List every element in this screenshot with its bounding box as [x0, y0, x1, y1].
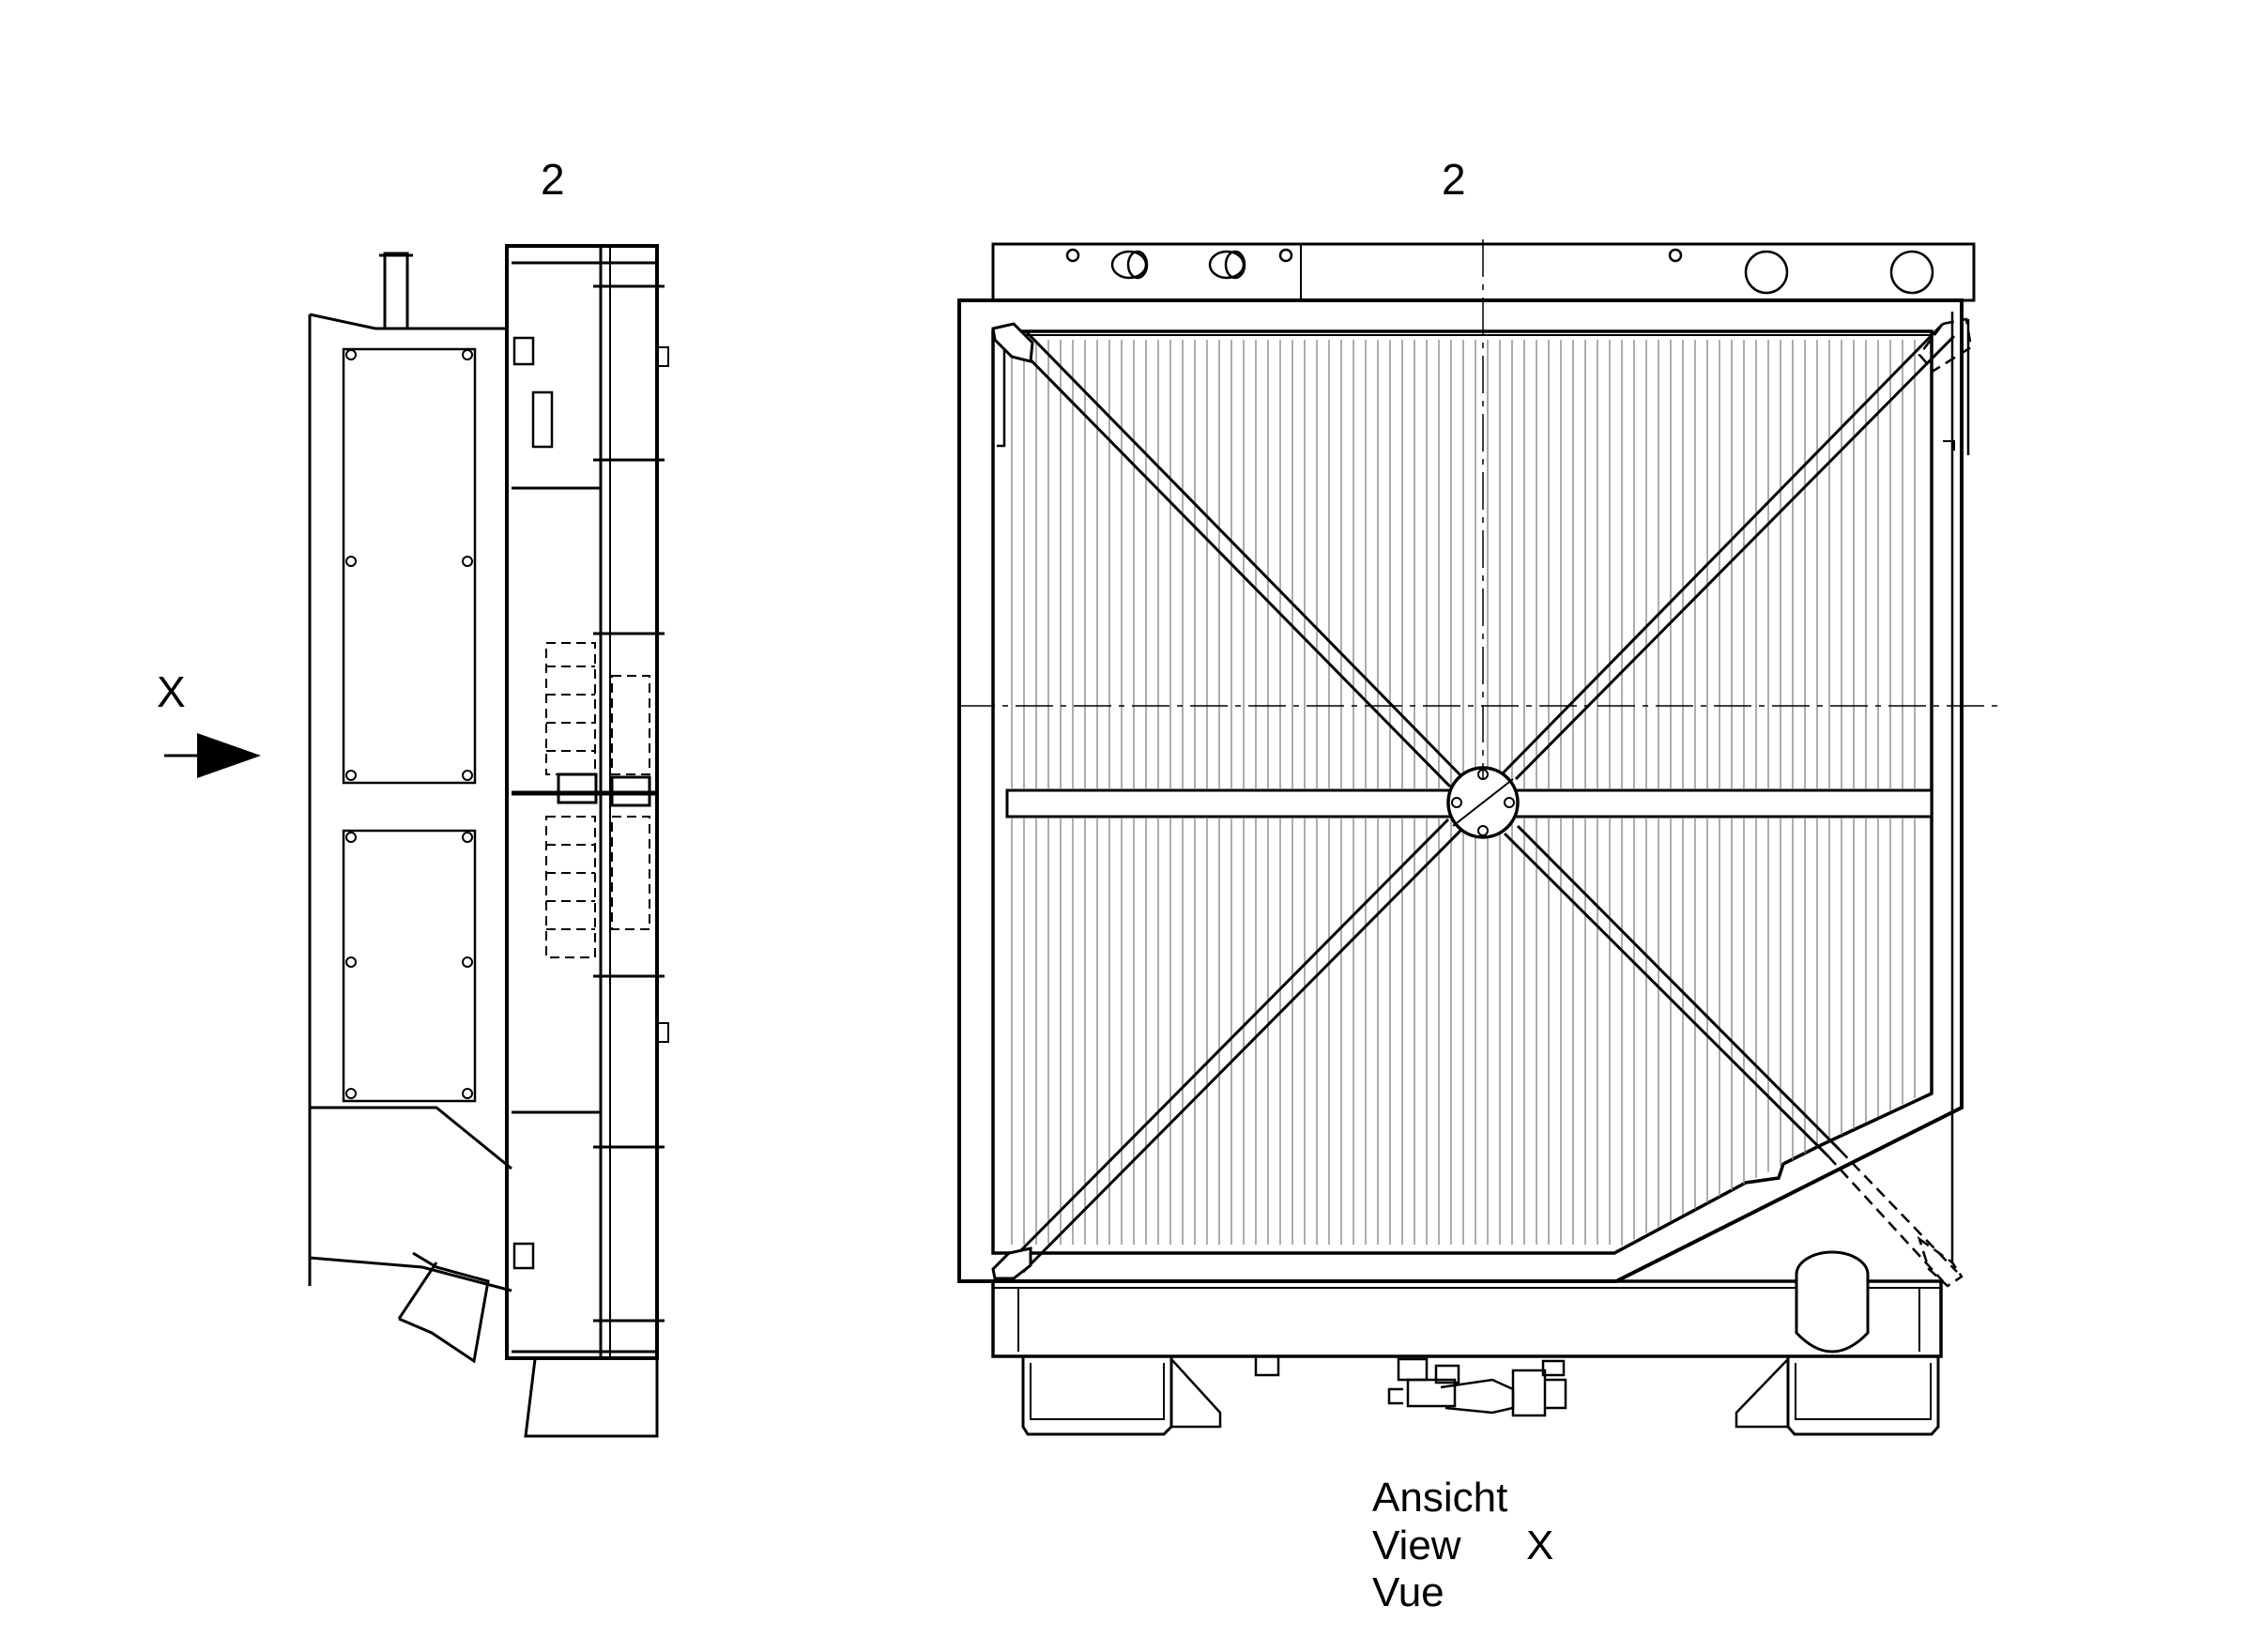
drain-valve — [1254, 1354, 1567, 1417]
right-foot — [1786, 1356, 1940, 1436]
side-panel-lower — [342, 829, 477, 1103]
view-caption-letter: X — [1526, 1522, 1554, 1568]
side-core — [505, 244, 659, 1360]
diagonal-braces — [991, 317, 1973, 1288]
view-caption-line3: Vue — [1372, 1569, 1444, 1615]
core-frame — [991, 329, 1933, 1255]
bottom-tank — [991, 1279, 1943, 1358]
view-direction-letter: X — [157, 667, 186, 716]
front-view — [957, 239, 1999, 1436]
side-panel-upper — [342, 347, 477, 785]
left-foot — [1021, 1356, 1173, 1436]
arrow-head-icon — [197, 733, 261, 778]
callout-right: 2 — [1442, 155, 1466, 204]
side-shroud — [308, 313, 512, 1293]
outer-frame — [957, 298, 1964, 1283]
view-caption-line1: Ansicht — [1372, 1475, 1508, 1521]
view-caption-line2: View — [1372, 1522, 1461, 1568]
view-arrow — [164, 733, 261, 778]
side-view — [308, 244, 669, 1438]
callout-left: 2 — [541, 155, 565, 204]
top-pipe — [383, 252, 409, 330]
bottom-outlet — [397, 1251, 490, 1364]
